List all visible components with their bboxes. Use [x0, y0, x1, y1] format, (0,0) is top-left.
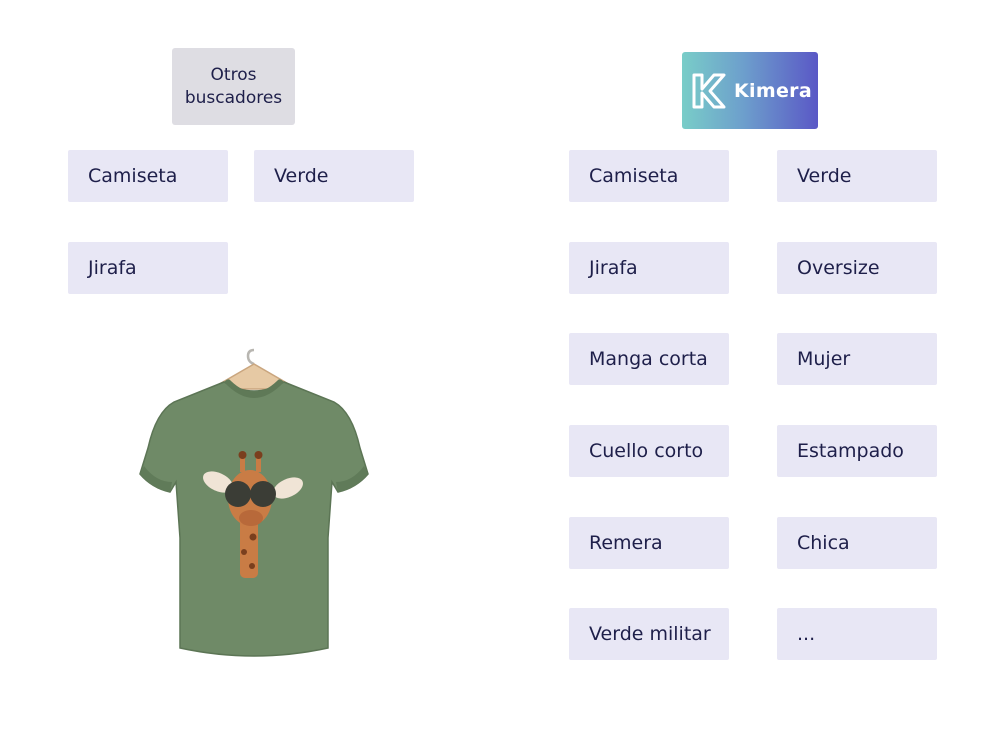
left-tag-jirafa: Jirafa — [68, 242, 228, 294]
right-tag-estampado: Estampado — [777, 425, 937, 477]
kimera-k-icon — [692, 73, 726, 108]
t-shirt-image — [139, 348, 369, 657]
left-tag-verde: Verde — [254, 150, 414, 202]
otros-buscadores-header: Otros buscadores — [172, 48, 295, 125]
right-tag-oversize: Oversize — [777, 242, 937, 294]
right-tag-camiseta: Camiseta — [569, 150, 729, 202]
left-tag-camiseta: Camiseta — [68, 150, 228, 202]
kimera-logo: Kimera — [682, 52, 818, 129]
right-tag-chica: Chica — [777, 517, 937, 569]
right-tag-verde: Verde — [777, 150, 937, 202]
right-tag-manga-corta: Manga corta — [569, 333, 729, 385]
right-tag-verde-militar: Verde militar — [569, 608, 729, 660]
right-tag-more: ... — [777, 608, 937, 660]
kimera-logo-text: Kimera — [734, 79, 812, 102]
right-tag-mujer: Mujer — [777, 333, 937, 385]
right-tag-remera: Remera — [569, 517, 729, 569]
right-tag-jirafa: Jirafa — [569, 242, 729, 294]
right-tag-cuello-corto: Cuello corto — [569, 425, 729, 477]
